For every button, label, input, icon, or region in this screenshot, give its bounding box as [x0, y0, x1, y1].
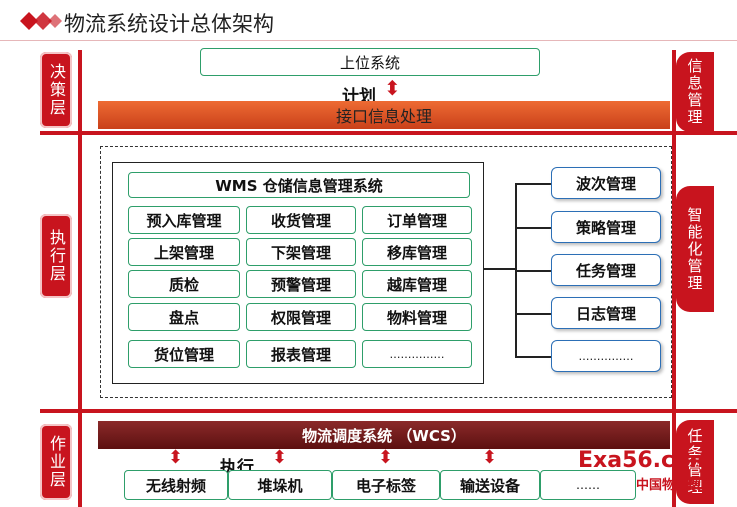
- page-title: 物流系统设计总体架构: [64, 12, 274, 36]
- title-underline: [0, 40, 737, 41]
- wms-module: 报表管理: [246, 340, 356, 368]
- operation-layer-tab: 作业层: [40, 424, 72, 500]
- execution-dashed-frame: [100, 146, 672, 398]
- task-management-tab: 任务管理: [676, 420, 714, 504]
- wms-module: 物料管理: [362, 303, 472, 331]
- side-module-log: 日志管理: [551, 297, 661, 329]
- wms-module: 移库管理: [362, 238, 472, 266]
- wms-module: 盘点: [128, 303, 240, 331]
- wms-module: 下架管理: [246, 238, 356, 266]
- side-module-task: 任务管理: [551, 254, 661, 286]
- wms-module: 预警管理: [246, 270, 356, 298]
- plan-arrow-icon: ⬍: [384, 76, 401, 100]
- connector-branch: [515, 270, 551, 272]
- left-separator: [78, 50, 82, 507]
- device-e-label: 电子标签: [332, 470, 440, 500]
- connector-branch: [515, 356, 551, 358]
- connector-branch: [515, 183, 551, 185]
- wms-module: 质检: [128, 270, 240, 298]
- wms-module: 货位管理: [128, 340, 240, 368]
- watermark-text: Exa56.com: [578, 448, 713, 473]
- connector-line: [484, 268, 516, 270]
- watermark-subtext: 中国物流搜索: [636, 478, 715, 493]
- execution-layer-tab: 执行层: [40, 214, 72, 298]
- device-arrow-icon: ⬍: [378, 447, 394, 468]
- wms-title: WMS 仓储信息管理系统: [128, 172, 470, 198]
- wcs-bar: 物流调度系统 （WCS）: [98, 421, 670, 449]
- connector-branch: [515, 313, 551, 315]
- side-module-wave: 波次管理: [551, 167, 661, 199]
- side-module-strategy: 策略管理: [551, 211, 661, 243]
- connector-branch: [515, 227, 551, 229]
- device-rfid: 无线射频: [124, 470, 228, 500]
- layer-divider-2: [40, 409, 737, 413]
- wms-module: 预入库管理: [128, 206, 240, 234]
- device-conveyor: 输送设备: [440, 470, 540, 500]
- info-management-tab: 信息管理: [676, 52, 714, 132]
- interface-bar: 接口信息处理: [98, 101, 670, 129]
- logo-icon: [20, 12, 62, 30]
- intelligent-management-tab: 智能化管理: [676, 186, 714, 312]
- side-module-ellipsis: ……………: [551, 340, 661, 372]
- wms-module: 权限管理: [246, 303, 356, 331]
- device-stacker: 堆垛机: [228, 470, 332, 500]
- wms-module: 越库管理: [362, 270, 472, 298]
- layer-divider-1: [40, 131, 737, 135]
- decision-layer-tab: 决策层: [40, 52, 72, 128]
- wms-module: 上架管理: [128, 238, 240, 266]
- upper-system-box: 上位系统: [200, 48, 540, 76]
- wms-module-ellipsis: ……………: [362, 340, 472, 368]
- device-arrow-icon: ⬍: [482, 447, 498, 468]
- wms-module: 订单管理: [362, 206, 472, 234]
- device-arrow-icon: ⬍: [272, 447, 288, 468]
- right-separator: [672, 50, 676, 507]
- device-arrow-icon: ⬍: [168, 447, 184, 468]
- wms-module: 收货管理: [246, 206, 356, 234]
- device-ellipsis: ……: [540, 470, 636, 500]
